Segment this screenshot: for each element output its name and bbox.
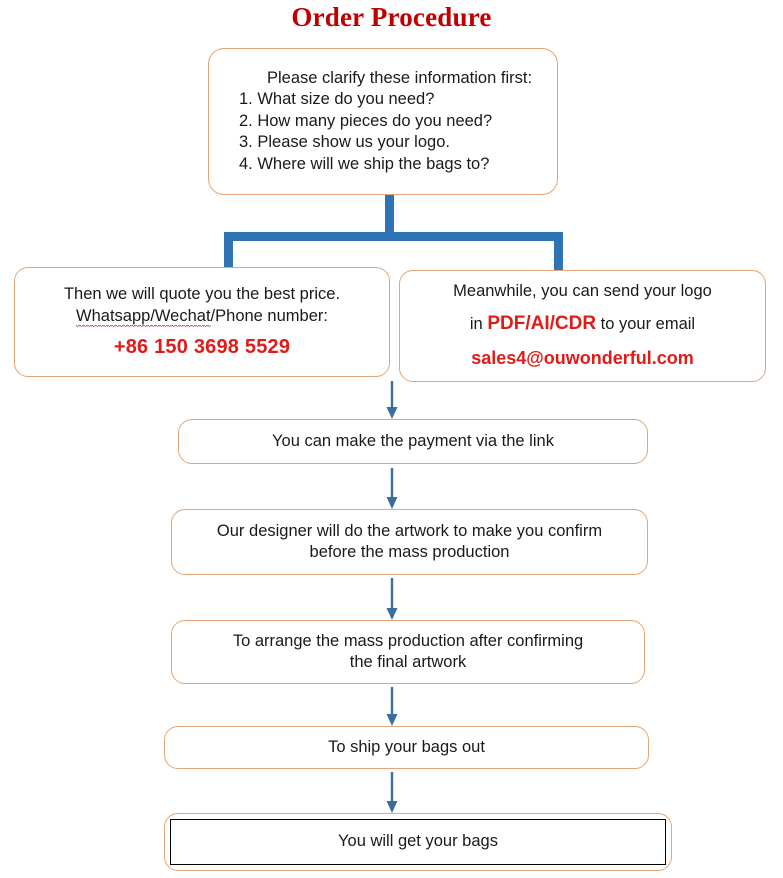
logo-line-2-suffix: to your email [596, 314, 696, 333]
arrow-payment-to-designer [381, 468, 403, 509]
clarify-item-1: 1. What size do you need? [239, 90, 435, 109]
ship-text: To ship your bags out [328, 737, 485, 756]
designer-line-1: Our designer will do the artwork to make… [216, 521, 603, 540]
connector-drop-left [224, 232, 233, 268]
page-title: Order Procedure [291, 2, 492, 32]
logo-email-address: sales4@ouwonderful.com [471, 348, 694, 369]
clarify-item-3: 3. Please show us your logo. [239, 133, 450, 152]
arrow-arrange-to-ship [381, 687, 403, 726]
arrow-designer-to-arrange [381, 578, 403, 620]
logo-line-2: in PDF/AI/CDR to your email [406, 312, 759, 337]
quote-contact-apps: Whatsapp/Wechat [76, 307, 211, 327]
clarify-item-2: 2. How many pieces do you need? [239, 111, 493, 130]
quote-contact-suffix: /Phone number: [210, 307, 328, 325]
node-get-your-bags: You will get your bags [164, 813, 672, 871]
quote-phone-number: +86 150 3698 5529 [113, 336, 291, 359]
node-send-logo: Meanwhile, you can send your logo in PDF… [399, 270, 766, 382]
arrow-quote-to-payment [381, 381, 403, 419]
final-inner-frame: You will get your bags [170, 819, 666, 865]
quote-line-2: Whatsapp/Wechat/Phone number: [21, 306, 383, 327]
arrange-line-1: To arrange the mass production after con… [232, 631, 584, 650]
node-clarify-information: Please clarify these information first: … [208, 48, 558, 195]
logo-file-formats: PDF/AI/CDR [487, 312, 597, 334]
connector-drop-right [554, 232, 563, 270]
node-make-payment: You can make the payment via the link [178, 419, 648, 464]
final-text: You will get your bags [338, 832, 498, 851]
node-arrange-mass-production: To arrange the mass production after con… [171, 620, 645, 684]
logo-line-2-prefix: in [469, 314, 488, 333]
arrow-ship-to-final [381, 772, 403, 813]
node-ship-bags: To ship your bags out [164, 726, 649, 769]
connector-stem-main [385, 195, 394, 238]
clarify-heading: Please clarify these information first: [267, 68, 533, 87]
clarify-item-4: 4. Where will we ship the bags to? [239, 154, 490, 173]
connector-split-bar [224, 232, 563, 241]
quote-line-1: Then we will quote you the best price. [63, 284, 341, 303]
logo-line-1: Meanwhile, you can send your logo [453, 282, 712, 301]
payment-text: You can make the payment via the link [272, 431, 554, 450]
node-quote-price: Then we will quote you the best price. W… [14, 267, 390, 377]
arrange-line-2: the final artwork [349, 653, 467, 671]
designer-line-2: before the mass production [309, 543, 510, 561]
node-designer-artwork: Our designer will do the artwork to make… [171, 509, 648, 575]
